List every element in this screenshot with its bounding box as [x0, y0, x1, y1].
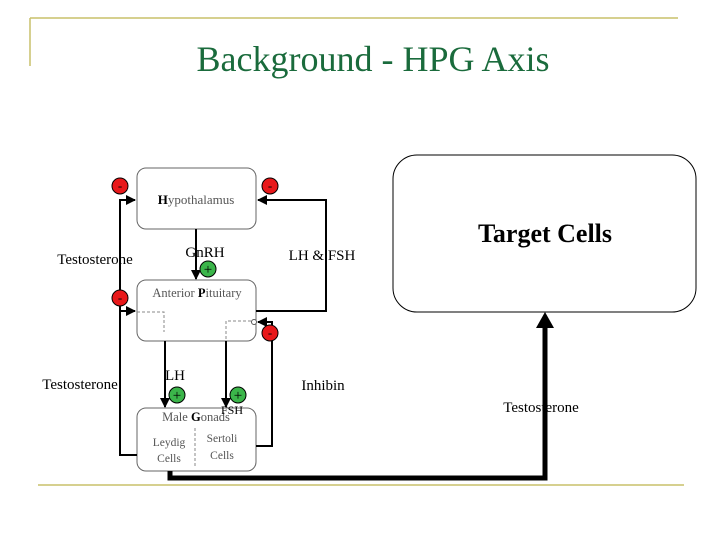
- plus-badge-lh: +: [168, 386, 186, 404]
- testosterone-to-target-arrow: [167, 326, 548, 481]
- minus-badge-hypothalamus-right: -: [261, 177, 279, 195]
- hypothalamus-label: Hypothalamus: [158, 192, 235, 207]
- target-cells-label: Target Cells: [478, 219, 612, 248]
- lh-label: LH: [165, 368, 185, 384]
- gonads-label: Male Gonads: [162, 410, 230, 424]
- testosterone-label-right: Testosterone: [503, 400, 579, 416]
- inhibin-label: Inhibin: [301, 378, 345, 394]
- pituitary-inner-dash-right: [225, 320, 256, 341]
- svg-text:-: -: [118, 178, 122, 193]
- minus-badge-hypothalamus-left: -: [111, 177, 129, 195]
- fsh-label: FSH: [221, 403, 243, 417]
- pituitary-label: Anterior Pituitary: [152, 286, 242, 300]
- lh-fsh-feedback-arrow: [256, 195, 327, 312]
- svg-text:+: +: [204, 262, 212, 278]
- sertoli-line1: Sertoli: [207, 433, 238, 445]
- pituitary-inner-dash-left: [137, 311, 165, 332]
- minus-badge-pituitary-right: -: [261, 324, 279, 342]
- svg-text:+: +: [234, 388, 242, 404]
- gonads-box: [136, 407, 257, 472]
- sertoli-line2: Cells: [210, 450, 234, 462]
- svg-text:-: -: [268, 325, 272, 340]
- svg-text:+: +: [173, 388, 181, 404]
- testosterone-label-mid: Testosterone: [42, 377, 118, 393]
- leydig-line2: Cells: [157, 453, 181, 465]
- minus-badge-pituitary-left: -: [111, 289, 129, 307]
- target-cells-box: [392, 154, 697, 313]
- testosterone-to-target-arrowhead: [536, 312, 554, 328]
- gnrh-label: GnRH: [185, 245, 224, 261]
- lh-fsh-label: LH & FSH: [289, 248, 356, 264]
- testosterone-feedback-hypothalamus: [119, 195, 137, 456]
- plus-badge-gnrh: +: [199, 260, 217, 278]
- pituitary-connector-dot: [251, 319, 257, 325]
- leydig-line1: Leydig: [153, 437, 186, 449]
- slide-title: Background - HPG Axis: [196, 39, 550, 79]
- testosterone-label-top: Testosterone: [57, 252, 133, 268]
- inhibin-feedback-arrow: [256, 317, 273, 447]
- plus-badge-fsh: +: [229, 386, 247, 404]
- svg-text:-: -: [268, 178, 272, 193]
- svg-text:-: -: [118, 290, 122, 305]
